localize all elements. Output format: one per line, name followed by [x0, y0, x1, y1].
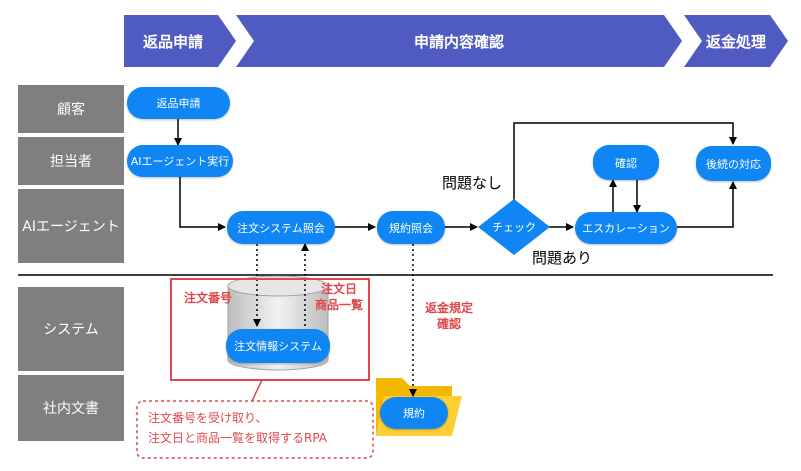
- node-ai-agent-run[interactable]: AIエージェント実行: [127, 145, 233, 177]
- node-policy[interactable]: 規約: [380, 397, 448, 429]
- callout-box: [136, 400, 374, 459]
- lane-ai-agent: AIエージェント: [18, 189, 124, 263]
- label-refund-rules-check: 返金規定 確認: [424, 301, 473, 331]
- node-policy-query[interactable]: 規約照会: [377, 211, 445, 244]
- rpa-callout-text: 注文番号を受け取り、 注文日と商品一覧を取得するRPA: [148, 411, 328, 445]
- check-diamond: [478, 199, 550, 255]
- node-return-request[interactable]: 返品申請: [127, 87, 230, 119]
- label-no-issue: 問題なし: [442, 174, 503, 192]
- phase-arrow-3: [684, 15, 788, 67]
- phase-refund: 返金処理: [705, 32, 766, 51]
- node-check[interactable]: チェック: [492, 221, 536, 234]
- label-order-number: 注文番号: [184, 291, 233, 305]
- label-order-date-items: 注文日 商品一覧: [314, 282, 363, 312]
- phase-return-request: 返品申請: [142, 32, 203, 51]
- lane-staff: 担当者: [18, 137, 124, 185]
- lane-system: システム: [18, 287, 124, 371]
- node-escalation[interactable]: エスカレーション: [575, 212, 677, 244]
- rpa-highlight-box: [170, 278, 370, 381]
- node-order-info-system[interactable]: 注文情報システム: [226, 329, 330, 363]
- node-confirm[interactable]: 確認: [593, 145, 659, 180]
- label-issue: 問題あり: [532, 249, 593, 267]
- lane-customer: 顧客: [18, 85, 124, 133]
- lane-internal-docs: 社内文書: [18, 375, 124, 441]
- phase-review: 申請内容確認: [413, 32, 504, 51]
- node-order-system-query[interactable]: 注文システム照会: [227, 211, 335, 244]
- node-follow-up[interactable]: 後続の対応: [696, 146, 771, 181]
- phase-arrow-1: [124, 15, 236, 67]
- phase-arrow-2: [236, 15, 682, 67]
